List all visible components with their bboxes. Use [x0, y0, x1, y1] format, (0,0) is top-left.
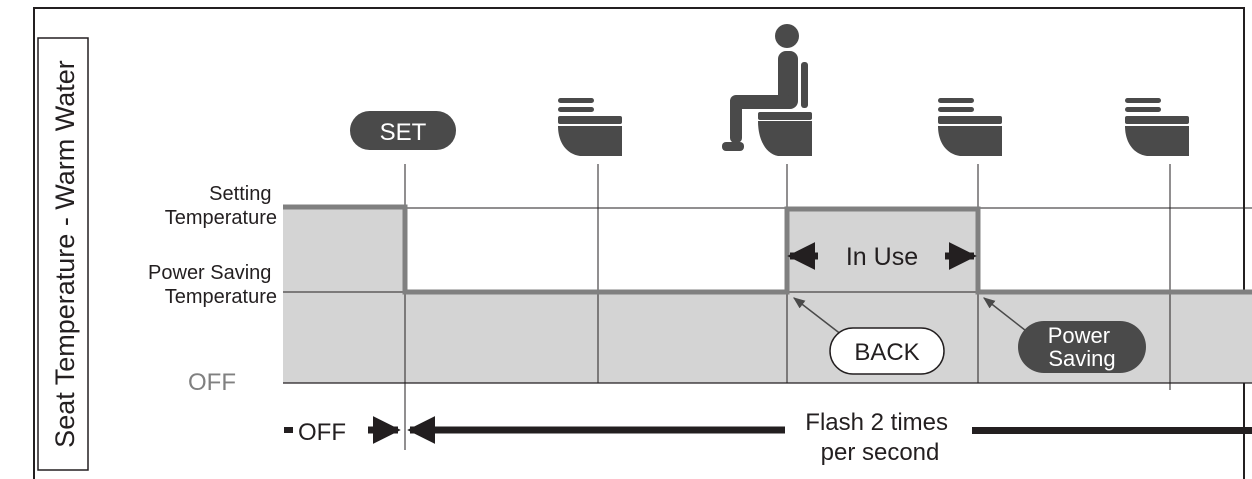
person-seated-icon [722, 24, 812, 156]
toilet-icon [1125, 98, 1189, 156]
axis-title-box [37, 37, 89, 471]
setting-temp-label: Setting Temperature [165, 183, 277, 229]
indicator-off-segment: OFF [284, 416, 401, 446]
flash-label: Flash 2 times per second [805, 409, 954, 466]
power-saving-label: Power Saving [1048, 323, 1116, 371]
back-badge: BACK [829, 327, 945, 375]
indicator-flash-segment: Flash 2 times per second [407, 409, 1252, 466]
power-saving-pointer [983, 297, 1031, 335]
in-use-indicator: In Use [787, 242, 977, 271]
indicator-off-label: OFF [298, 419, 346, 446]
back-pointer [793, 297, 843, 336]
set-label: SET [380, 119, 427, 146]
outer-frame [33, 7, 1245, 479]
power-saving-badge: Power Saving [1018, 321, 1146, 373]
axis-title: Seat Temperature - Warm Water [50, 60, 80, 448]
flash-bar-right [972, 427, 1252, 434]
temperature-area [283, 207, 1252, 383]
temperature-line [283, 204, 1252, 295]
back-label: BACK [854, 339, 919, 366]
toilet-icon [558, 98, 622, 156]
set-button-icon: SET [350, 111, 456, 150]
power-saving-temp-label: Power Saving Temperature [148, 262, 277, 308]
off-level-label: OFF [188, 369, 236, 396]
toilet-icon [938, 98, 1002, 156]
in-use-label: In Use [846, 243, 918, 271]
